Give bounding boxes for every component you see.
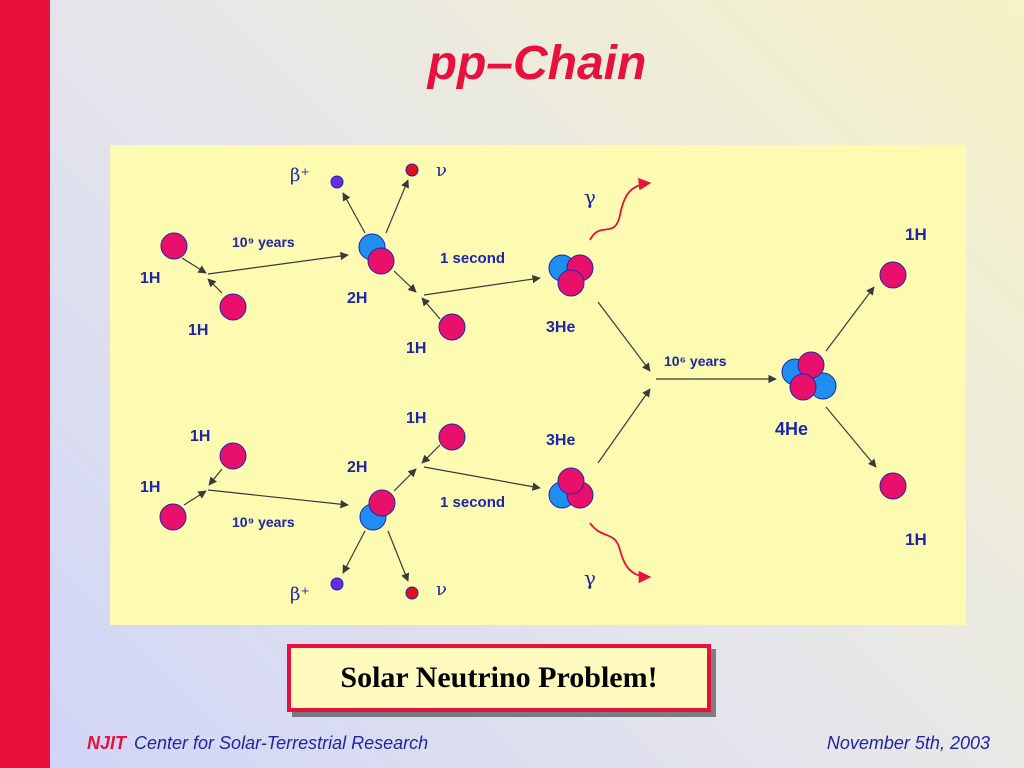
label-bottom-h1-a: 1H xyxy=(190,428,210,445)
label-bottom-step1-time: 10⁹ years xyxy=(232,514,295,530)
he4-proton-b xyxy=(789,373,817,401)
arrow-top-neutrino xyxy=(385,179,409,234)
gamma-top-wave xyxy=(589,177,652,241)
neutrino-bottom xyxy=(405,586,419,600)
side-accent-bar xyxy=(0,0,50,768)
deuteron-bottom-proton xyxy=(368,489,396,517)
label-top-step2-time: 1 second xyxy=(440,250,505,267)
label-top-gamma: γ xyxy=(584,185,596,209)
positron-bottom xyxy=(330,577,344,591)
arrow-top-p1-in xyxy=(181,257,207,274)
arrow-bottom-neutrino xyxy=(387,530,410,582)
arrow-bottom-p2-in xyxy=(183,490,207,506)
label-top-beta: β⁺ xyxy=(290,165,310,186)
bottom-branch: 1H 1H 10⁹ years 2H β⁺ ν 1H 1 second 3He … xyxy=(140,410,652,605)
label-bottom-step2-time: 1 second xyxy=(440,494,505,511)
arrow-bottom-to-deuteron xyxy=(207,489,349,509)
arrow-he4-to-bottom-proton xyxy=(825,406,877,468)
label-top-h1-b: 1H xyxy=(188,322,208,339)
label-bottom-he3: 3He xyxy=(546,432,575,449)
he3-top-proton-b xyxy=(557,269,585,297)
label-bottom-h1-c: 1H xyxy=(406,410,426,427)
proton-out-bottom xyxy=(879,472,907,500)
arrow-top-to-deuteron xyxy=(207,251,349,275)
label-bottom-gamma: γ xyxy=(584,566,596,590)
arrow-bottom-d-in xyxy=(393,468,417,492)
label-bottom-neutrino: ν xyxy=(436,579,447,600)
label-top-h1-c: 1H xyxy=(406,340,426,357)
pp-chain-diagram: 1H 1H 10⁹ years 2H β⁺ ν 1H 1 second 3He … xyxy=(110,145,966,625)
arrow-he3-top-to-merge xyxy=(597,301,651,372)
label-bottom-beta: β⁺ xyxy=(290,584,310,605)
njit-logo: NJIT xyxy=(87,733,127,753)
arrow-he3-bottom-to-merge xyxy=(597,388,651,464)
top-branch: 1H 1H 10⁹ years 2H β⁺ ν 1H 1 second 3He … xyxy=(140,160,652,357)
label-he4: 4He xyxy=(775,419,808,439)
label-out-bottom: 1H xyxy=(905,530,927,549)
footer-org-name: Center for Solar-Terrestrial Research xyxy=(134,733,429,753)
arrow-he4-to-top-proton xyxy=(825,286,875,352)
label-bottom-h1-b: 1H xyxy=(140,479,160,496)
arrow-bottom-beta xyxy=(342,530,366,574)
diagram-canvas: 1H 1H 10⁹ years 2H β⁺ ν 1H 1 second 3He … xyxy=(140,160,927,605)
label-top-he3: 3He xyxy=(546,319,575,336)
proton-top-3 xyxy=(438,313,466,341)
arrow-bottom-to-he3 xyxy=(423,466,541,491)
merge-section: 10⁶ years 4He 1H 1H xyxy=(597,225,927,549)
arrow-bottom-p1-in xyxy=(208,468,223,486)
proton-top-2 xyxy=(219,293,247,321)
arrow-top-beta xyxy=(342,192,366,234)
label-merge-time: 10⁶ years xyxy=(664,353,727,369)
label-top-h2: 2H xyxy=(347,290,367,307)
page-title: pp–Chain xyxy=(427,37,647,90)
proton-bottom-1 xyxy=(219,442,247,470)
solar-neutrino-callout: Solar Neutrino Problem! xyxy=(287,644,711,712)
label-bottom-h2: 2H xyxy=(347,459,367,476)
arrow-bottom-p3-in xyxy=(421,444,441,464)
arrow-top-to-he3 xyxy=(423,274,541,296)
label-top-step1-time: 10⁹ years xyxy=(232,234,295,250)
positron-top xyxy=(330,175,344,189)
arrow-top-p2-in xyxy=(207,278,223,294)
proton-top-1 xyxy=(160,232,188,260)
footer-organization: NJIT Center for Solar-Terrestrial Researc… xyxy=(87,733,428,754)
he3-bottom-proton-b xyxy=(557,467,585,495)
arrow-top-p3-in xyxy=(421,297,441,320)
label-top-h1-a: 1H xyxy=(140,270,160,287)
proton-bottom-2 xyxy=(159,503,187,531)
proton-out-top xyxy=(879,261,907,289)
proton-bottom-3 xyxy=(438,423,466,451)
neutrino-top xyxy=(405,163,419,177)
label-out-top: 1H xyxy=(905,225,927,244)
arrow-top-d-in xyxy=(393,270,417,293)
label-top-neutrino: ν xyxy=(436,160,447,181)
footer-date: November 5th, 2003 xyxy=(826,733,990,753)
deuteron-top-proton xyxy=(367,247,395,275)
gamma-bottom-wave xyxy=(589,522,652,584)
